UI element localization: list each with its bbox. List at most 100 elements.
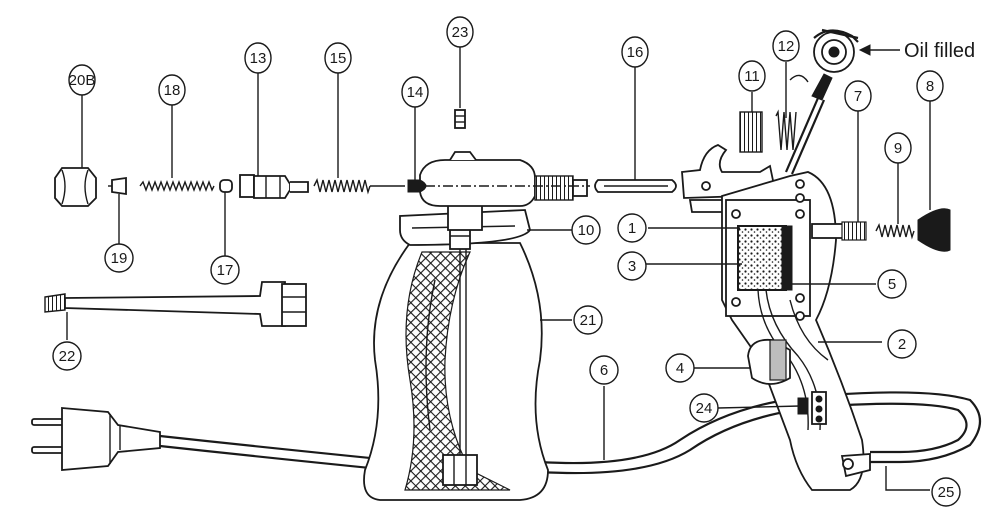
spring-12 [775,109,797,151]
leader-lines [66,44,931,491]
callout-3: 3 [617,251,647,281]
callout-number: 25 [938,484,955,501]
callout-17: 17 [210,255,240,285]
callout-number: 13 [250,50,267,67]
callout-23: 23 [446,16,474,48]
callout-18: 18 [158,74,186,106]
callout-badge [844,80,872,112]
callout-number: 24 [696,400,713,417]
callout-badge [617,213,647,243]
callout-22: 22 [52,341,82,371]
nozzle-tip-23 [454,109,466,129]
callout-badge [158,74,186,106]
spring-15 [313,177,371,195]
callout-number: 8 [926,78,934,95]
callout-19: 19 [104,243,134,273]
callout-number: 3 [628,258,636,275]
callout-badge [884,132,912,164]
callout-number: 14 [407,84,424,101]
threaded-nozzle [534,175,574,201]
left-exploded-parts [54,109,677,207]
callout-badge [689,393,719,423]
callout-16: 16 [621,36,649,68]
callout-badge [573,305,603,335]
callout-badge [916,70,944,102]
callout-5: 5 [877,269,907,299]
valve-body-13 [239,174,255,198]
callout-badge [52,341,82,371]
callout-8: 8 [916,70,944,102]
callout-25: 25 [931,477,961,507]
cap-nut-20b [54,167,97,207]
callout-badge [931,477,961,507]
callout-badge [772,30,800,62]
bottle-contents [404,251,511,491]
callout-number: 16 [627,44,644,61]
callout-badge [571,215,601,245]
callout-7: 7 [844,80,872,112]
callout-number: 6 [600,362,608,379]
cleaning-brush-22 [44,281,307,327]
oil-cap [813,28,859,73]
cord-cable [159,434,391,462]
filter-block [442,454,478,486]
spring-18 [139,180,215,192]
callout-number: 10 [578,222,595,239]
filter-11 [739,111,763,153]
callout-number: 21 [580,312,597,329]
callout-number: 7 [854,88,862,105]
ball-17 [219,179,233,193]
callout-badge [210,255,240,285]
upper-right-parts [739,28,859,153]
adjust-knob-8 [917,208,951,252]
callout-number: 11 [744,68,760,85]
callout-number: 17 [217,262,234,279]
callout-badge [68,64,96,96]
power-cord [31,391,982,475]
callout-13: 13 [244,42,272,74]
solenoid-coil [737,225,787,291]
callout-number: 15 [330,50,347,67]
reservoir-bottle [363,209,549,501]
oil-filled-label: Oil filled [904,40,975,62]
callout-badge [877,269,907,299]
callout-badge [401,76,429,108]
gun-body [681,73,951,491]
callout-24: 24 [689,393,719,423]
callout-number: 9 [894,140,902,157]
valve-seat-19 [111,176,127,196]
callout-6: 6 [589,355,619,385]
callout-badge [244,42,272,74]
pump-head-body [419,159,536,207]
callout-number: 12 [778,38,795,55]
plug-prong-top [31,418,65,426]
callout-number: 2 [898,336,906,353]
callout-badge [446,16,474,48]
adjuster-7 [841,221,867,241]
callout-number: 5 [888,276,896,293]
callout-12: 12 [772,30,800,62]
callout-badge [665,353,695,383]
callout-number: 1 [628,220,636,237]
plug-prong-bottom [31,446,65,454]
callout-badge [738,60,766,92]
callout-1: 1 [617,213,647,243]
callout-badge [104,243,134,273]
callout-21: 21 [573,305,603,335]
callout-14: 14 [401,76,429,108]
callout-10: 10 [571,215,601,245]
callout-badge [621,36,649,68]
callout-number: 20B [69,72,96,89]
callout-badge [324,42,352,74]
plug-body [61,407,161,471]
callout-20b: 20B [68,64,96,96]
callout-badge [589,355,619,385]
spray-head [419,151,590,250]
callout-number: 22 [59,348,76,365]
callout-number: 4 [676,360,684,377]
callout-badge [887,329,917,359]
spring-9 [875,222,915,240]
